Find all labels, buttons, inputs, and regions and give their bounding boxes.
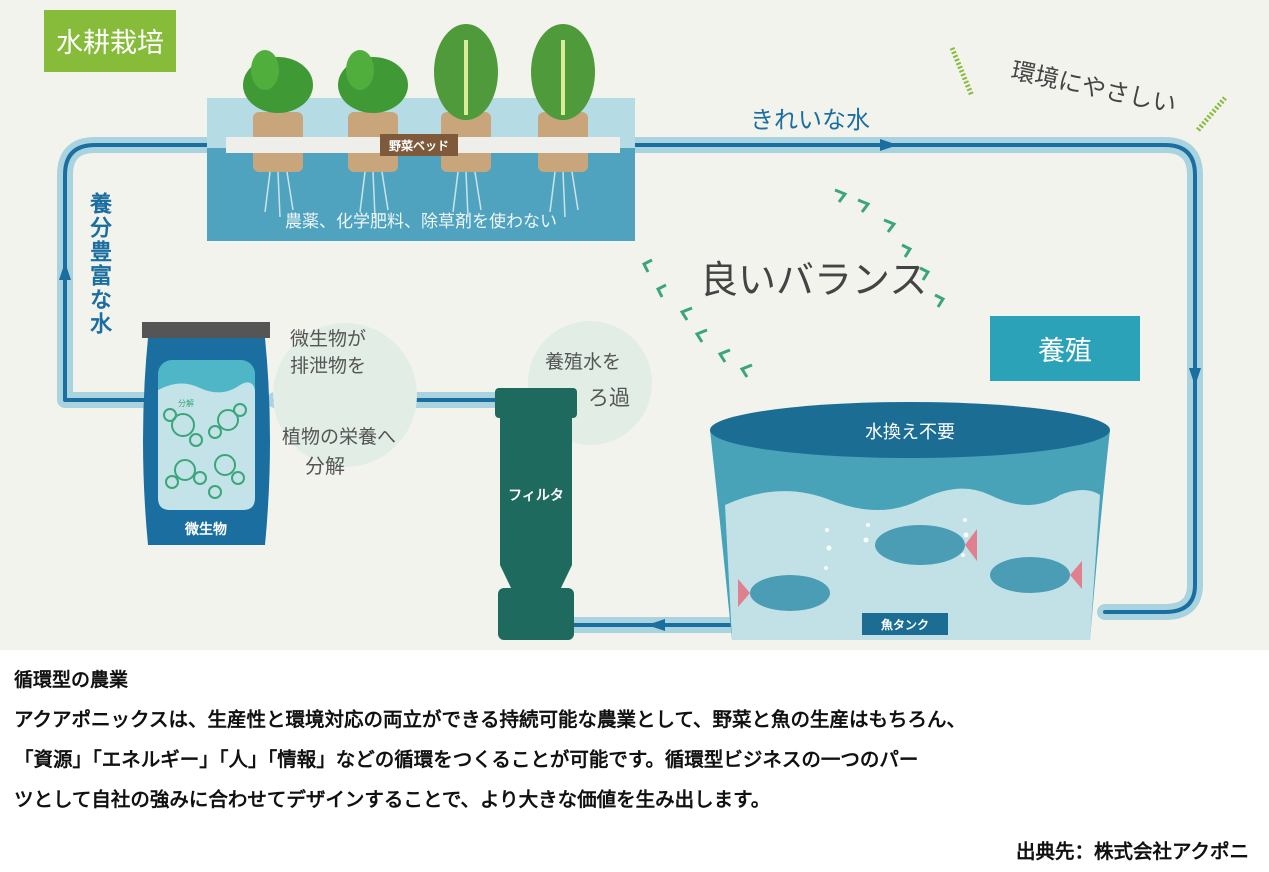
microbe-bubble-text: 排泄物を	[290, 355, 366, 377]
microbe-decompose-tag: 分解	[178, 398, 194, 408]
no-chemicals-text: 農薬、化学肥料、除草剤を使わない	[285, 211, 557, 232]
aquaponics-diagram: 水耕栽培 野菜ベッド 農薬、化学肥料、除草剤を使わない きれいな水	[0, 0, 1269, 650]
hydroponics-label-bg	[44, 10, 176, 72]
no-water-change-label: 水換え不要	[865, 422, 955, 443]
caption: 循環型の農業 アクアポニックスは、生産性と環境対応の両立ができる持続可能な農業と…	[14, 660, 1259, 863]
microbe-container-label: 微生物	[184, 521, 227, 538]
microbe-bubble-text: 分解	[305, 454, 345, 478]
flow-arrow-icon	[1189, 368, 1201, 386]
flow-arrow-icon	[647, 619, 665, 631]
caption-title: 循環型の農業	[14, 669, 129, 691]
vegetable-bed: 野菜ベッド 農薬、化学肥料、除草剤を使わない	[207, 24, 635, 241]
eco-friendly-label: 環境にやさしい	[1009, 56, 1179, 118]
aquaculture-label-bg	[990, 316, 1140, 381]
diagram-graphics: 水耕栽培 野菜ベッド 農薬、化学肥料、除草剤を使わない きれいな水	[44, 10, 1227, 640]
caption-line: アクアポニックスは、生産性と環境対応の両立ができる持続可能な農業として、野菜と魚…	[14, 708, 966, 731]
microbe-bubble-text: 微生物が	[290, 328, 366, 350]
fish-icon	[738, 525, 1082, 611]
vegetable-bed-label: 野菜ベッド	[389, 138, 449, 153]
aquaculture-label: 養殖	[1038, 336, 1092, 367]
clean-water-label: きれいな水	[750, 106, 870, 134]
nutrient-water-label: 養分豊富な水	[86, 192, 111, 336]
microbe-info-bubble	[273, 323, 417, 467]
eco-friendly-decoration	[949, 47, 1227, 132]
caption-line: 「資源」「エネルギー」「人」「情報」などの循環をつくることが可能です。循環型ビジ…	[14, 748, 919, 771]
fish-tank: 水換え不要 魚タンク	[710, 402, 1110, 640]
filter-label: フィルタ	[508, 488, 564, 504]
fish-tank-label: 魚タンク	[881, 617, 929, 632]
source-credit: 出典先：株式会社アクポニ	[1015, 840, 1249, 863]
hydroponics-label: 水耕栽培	[56, 28, 164, 59]
balance-chevrons	[641, 188, 946, 378]
filter-bubble-text: ろ過	[588, 386, 630, 410]
plant-icon	[243, 24, 595, 218]
good-balance-label: 良いバランス	[700, 258, 927, 302]
caption-line: ツとして自社の強みに合わせてデザインすることで、より大きな価値を生み出します。	[14, 788, 771, 811]
flow-arrow-icon	[880, 139, 898, 151]
microbe-bubble-text: 植物の栄養へ	[282, 426, 396, 448]
filter: フィルタ	[495, 388, 577, 640]
flow-arrow-icon	[59, 262, 71, 280]
bubbles	[824, 518, 969, 570]
microbe-container: 分解 微生物	[142, 322, 270, 545]
filter-bubble-text: 養殖水を	[545, 351, 621, 373]
